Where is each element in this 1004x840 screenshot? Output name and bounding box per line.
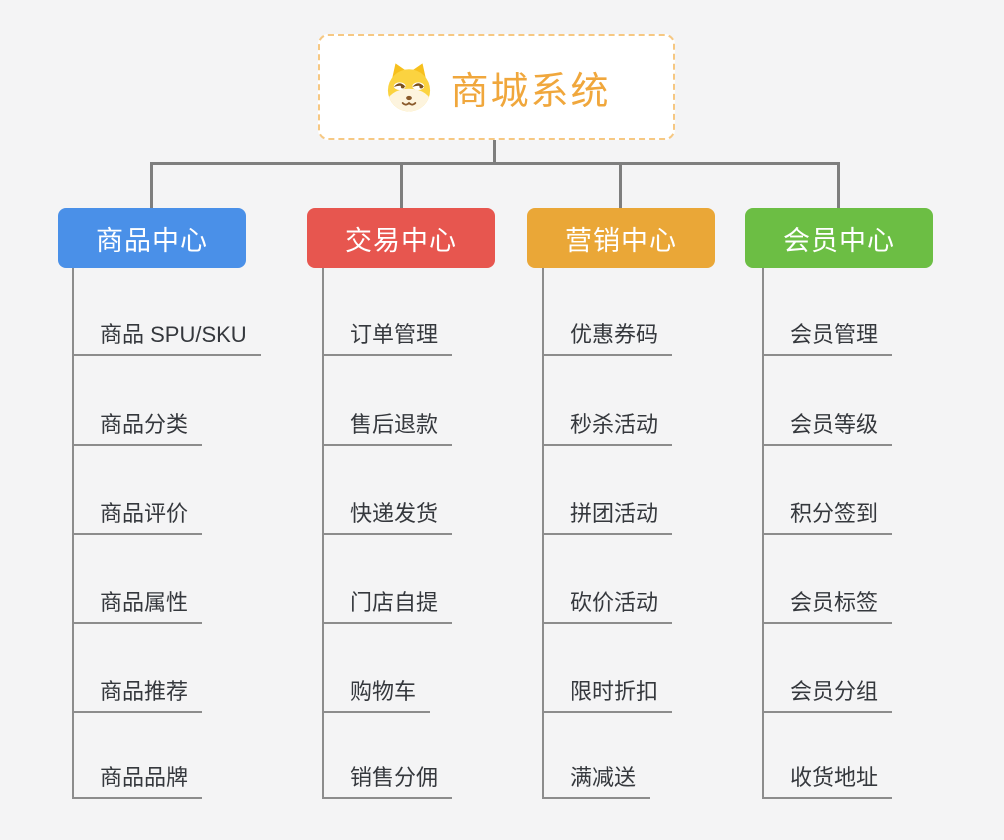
leaf-node[interactable]: 会员分组 xyxy=(762,678,893,713)
leaf-node[interactable]: 商品 SPU/SKU xyxy=(72,321,261,356)
leaf-node[interactable]: 售后退款 xyxy=(322,411,453,446)
leaf-node[interactable]: 拼团活动 xyxy=(542,500,673,535)
leaf-node[interactable]: 积分签到 xyxy=(762,500,893,535)
connector-branch-stem-2 xyxy=(400,162,403,208)
leaf-node[interactable]: 商品属性 xyxy=(72,589,203,624)
branch-node-product-center[interactable]: 商品中心 xyxy=(58,208,246,268)
leaf-node[interactable]: 商品品牌 xyxy=(72,764,203,799)
branch-node-marketing-center[interactable]: 营销中心 xyxy=(527,208,715,268)
branch-label: 营销中心 xyxy=(565,225,677,256)
connector-root-stem xyxy=(493,140,496,164)
leaf-node[interactable]: 砍价活动 xyxy=(542,589,673,624)
leaf-node[interactable]: 购物车 xyxy=(322,678,431,713)
connector-branch-stem-1 xyxy=(150,162,153,208)
leaf-node[interactable]: 商品分类 xyxy=(72,411,203,446)
branch-node-member-center[interactable]: 会员中心 xyxy=(745,208,933,268)
branch-label: 商品中心 xyxy=(96,225,208,256)
root-title: 商城系统 xyxy=(450,70,611,113)
leaf-node[interactable]: 商品评价 xyxy=(72,500,203,535)
leaf-node[interactable]: 快递发货 xyxy=(322,500,453,535)
branch-label: 交易中心 xyxy=(345,225,457,256)
leaf-node[interactable]: 满减送 xyxy=(542,764,651,799)
leaf-node[interactable]: 优惠券码 xyxy=(542,321,673,356)
branch-node-trade-center[interactable]: 交易中心 xyxy=(307,208,495,268)
leaf-node[interactable]: 门店自提 xyxy=(322,589,453,624)
leaf-node[interactable]: 商品推荐 xyxy=(72,678,203,713)
leaf-node[interactable]: 销售分佣 xyxy=(322,764,453,799)
connector-branch-stem-4 xyxy=(837,162,840,208)
leaf-node[interactable]: 收货地址 xyxy=(762,764,893,799)
leaf-node[interactable]: 限时折扣 xyxy=(542,678,673,713)
connector-horizontal-rail xyxy=(151,162,839,165)
leaf-node[interactable]: 会员管理 xyxy=(762,321,893,356)
leaf-node[interactable]: 订单管理 xyxy=(322,321,453,356)
leaf-node[interactable]: 会员等级 xyxy=(762,411,893,446)
root-node[interactable]: 商城系统 xyxy=(318,34,675,140)
leaf-node[interactable]: 秒杀活动 xyxy=(542,411,673,446)
connector-branch-stem-3 xyxy=(619,162,622,208)
branch-label: 会员中心 xyxy=(783,225,895,256)
dog-face-icon xyxy=(382,60,436,114)
leaf-node[interactable]: 会员标签 xyxy=(762,589,893,624)
